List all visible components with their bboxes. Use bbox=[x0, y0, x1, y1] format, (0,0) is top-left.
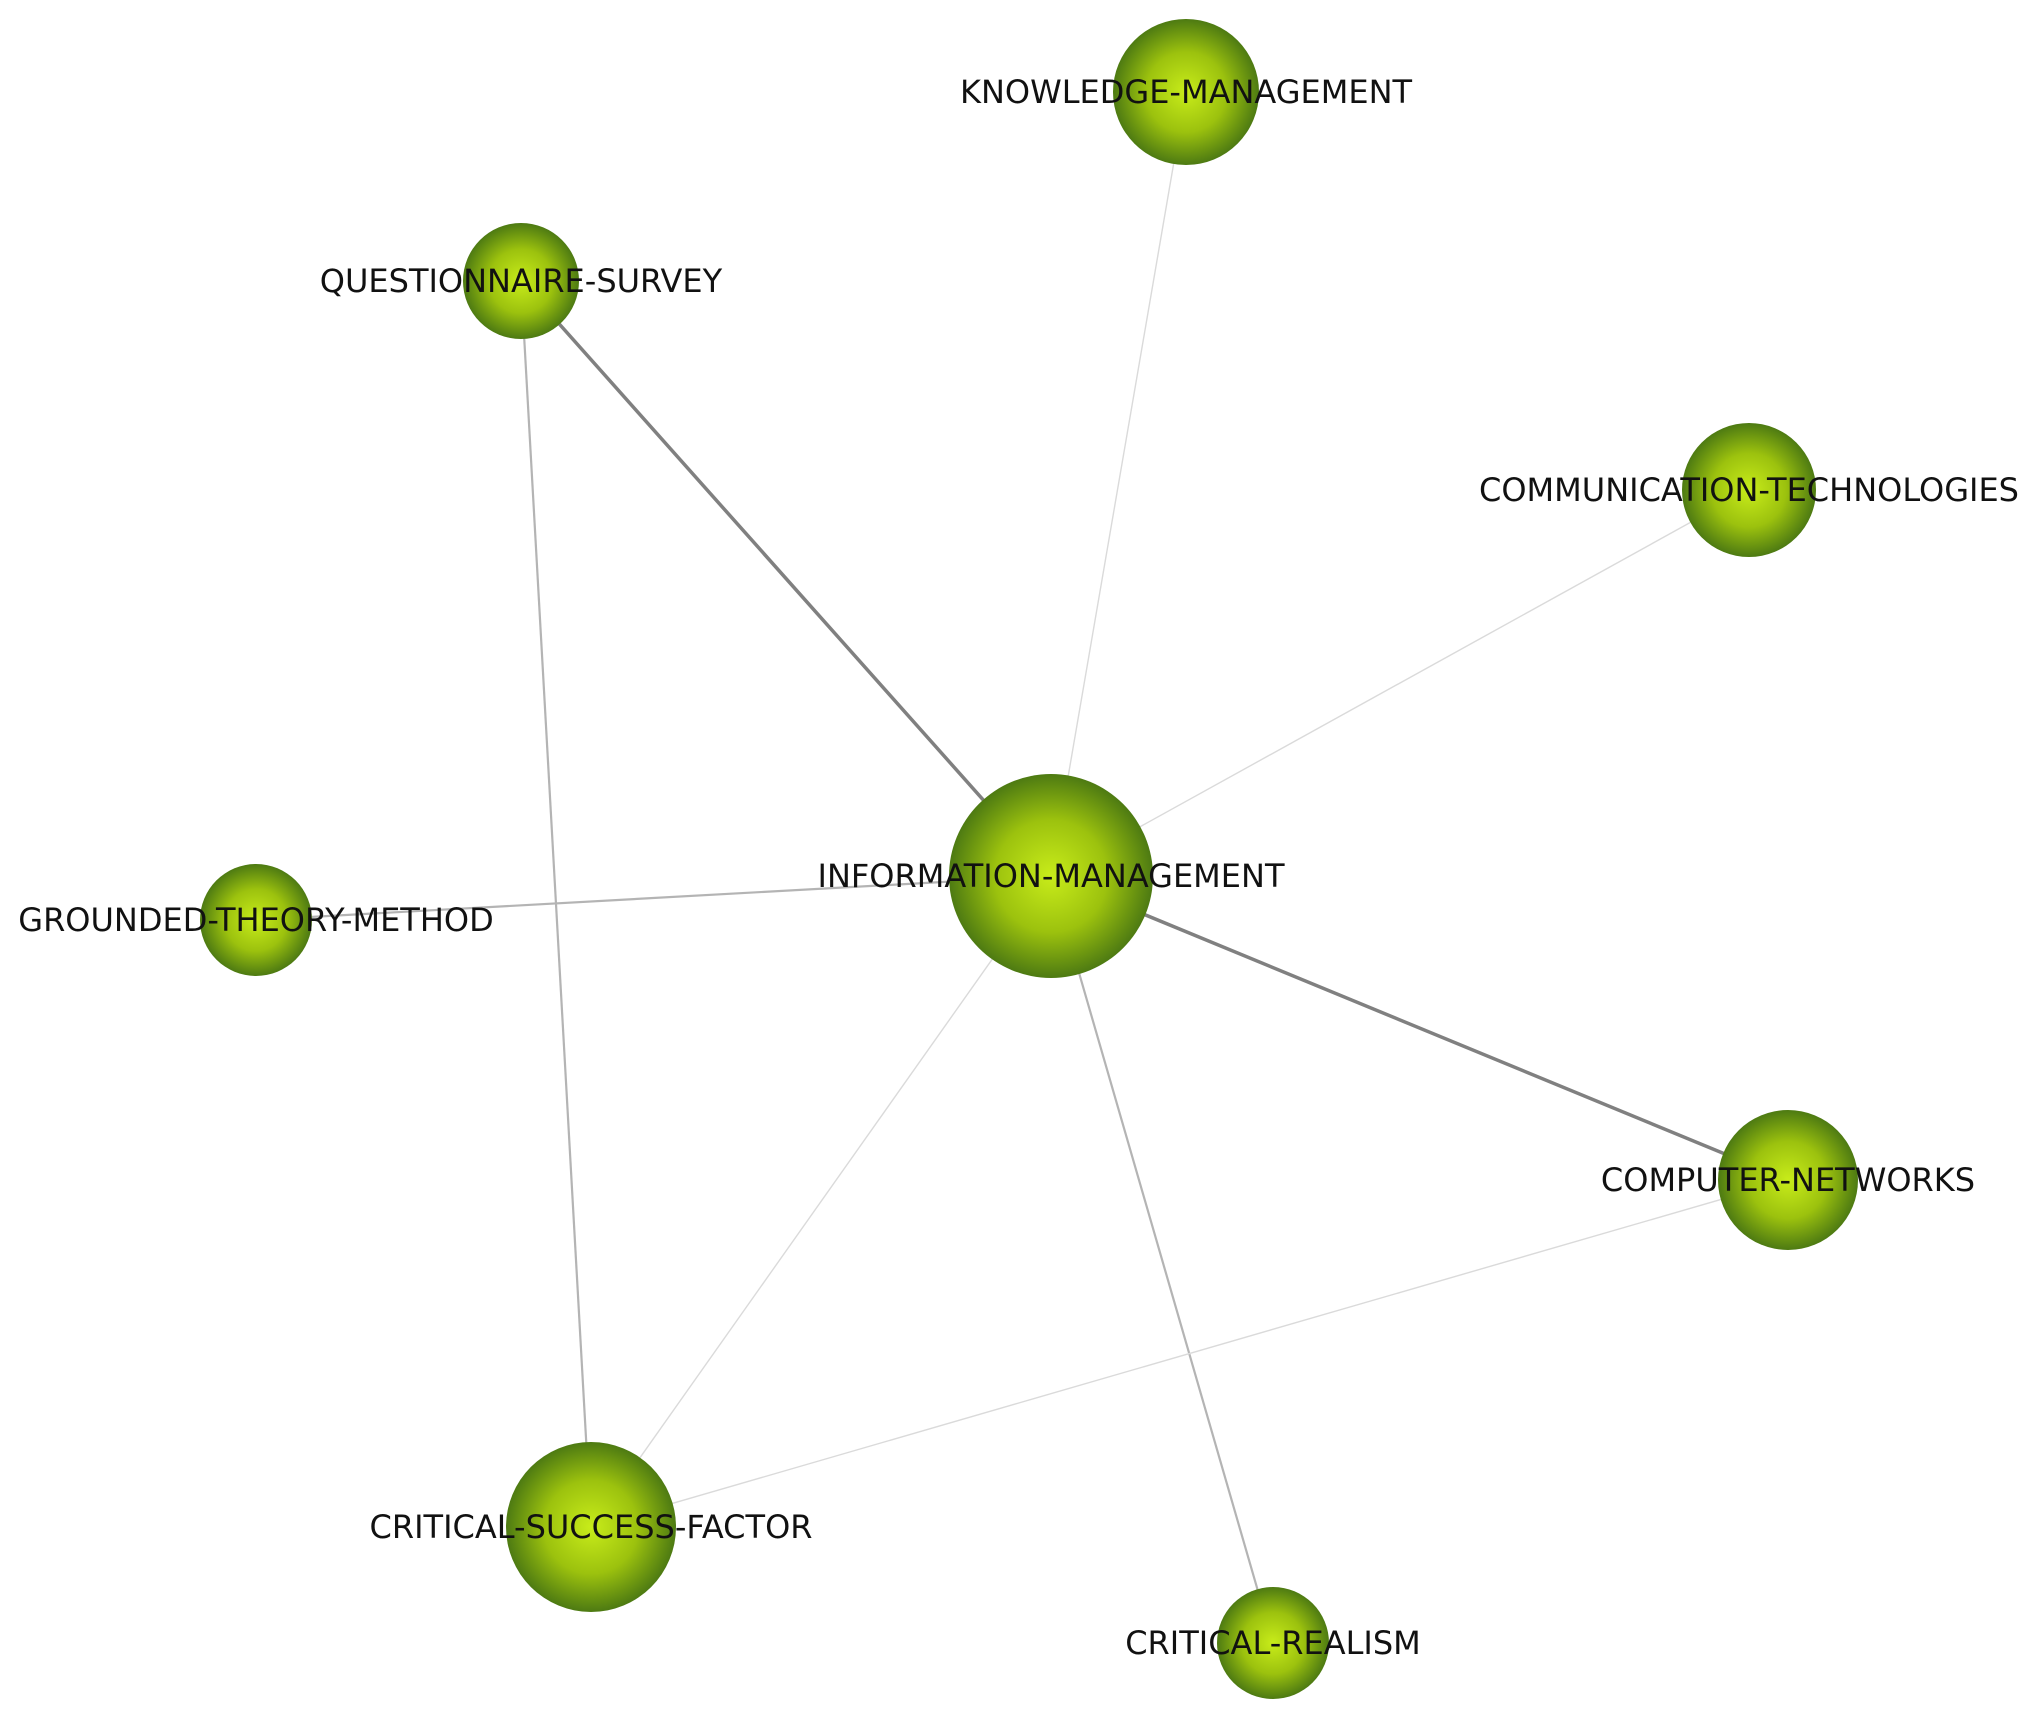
node-label-qs: QUESTIONNAIRE-SURVEY bbox=[320, 262, 723, 300]
edge-im-cn bbox=[1050, 874, 1789, 1182]
node-ct-icon[interactable] bbox=[1682, 423, 1816, 557]
edge-im-cr bbox=[1049, 875, 1275, 1644]
edge-csf-cn bbox=[590, 1179, 1789, 1528]
node-qs-icon[interactable] bbox=[463, 223, 579, 339]
node-label-gt: GROUNDED-THEORY-METHOD bbox=[18, 901, 493, 939]
edge-im-km bbox=[1050, 91, 1187, 877]
edge-im-gt bbox=[255, 874, 1052, 922]
node-gt-icon[interactable] bbox=[200, 864, 312, 976]
edge-im-qs bbox=[519, 279, 1053, 878]
node-label-ct: COMMUNICATION-TECHNOLOGIES bbox=[1479, 471, 2019, 509]
node-label-cr: CRITICAL-REALISM bbox=[1125, 1624, 1421, 1662]
node-label-cn: COMPUTER-NETWORKS bbox=[1601, 1161, 1975, 1199]
edges-layer bbox=[255, 91, 1789, 1644]
edge-im-csf bbox=[590, 875, 1052, 1528]
node-label-im: INFORMATION-MANAGEMENT bbox=[818, 857, 1285, 895]
node-cn-icon[interactable] bbox=[1718, 1110, 1858, 1250]
labels-layer: KNOWLEDGE-MANAGEMENT QUESTIONNAIRE-SURVEY… bbox=[18, 73, 2019, 1662]
node-csf-icon[interactable] bbox=[506, 1442, 676, 1612]
node-label-km: KNOWLEDGE-MANAGEMENT bbox=[960, 73, 1413, 111]
node-label-csf: CRITICAL-SUCCESS-FACTOR bbox=[370, 1508, 813, 1546]
nodes-layer bbox=[200, 19, 1858, 1699]
edge-im-ct bbox=[1050, 489, 1750, 877]
node-km-icon[interactable] bbox=[1113, 19, 1259, 165]
edge-qs-csf bbox=[519, 280, 593, 1528]
node-cr-icon[interactable] bbox=[1217, 1587, 1329, 1699]
node-im-icon[interactable] bbox=[949, 774, 1153, 978]
